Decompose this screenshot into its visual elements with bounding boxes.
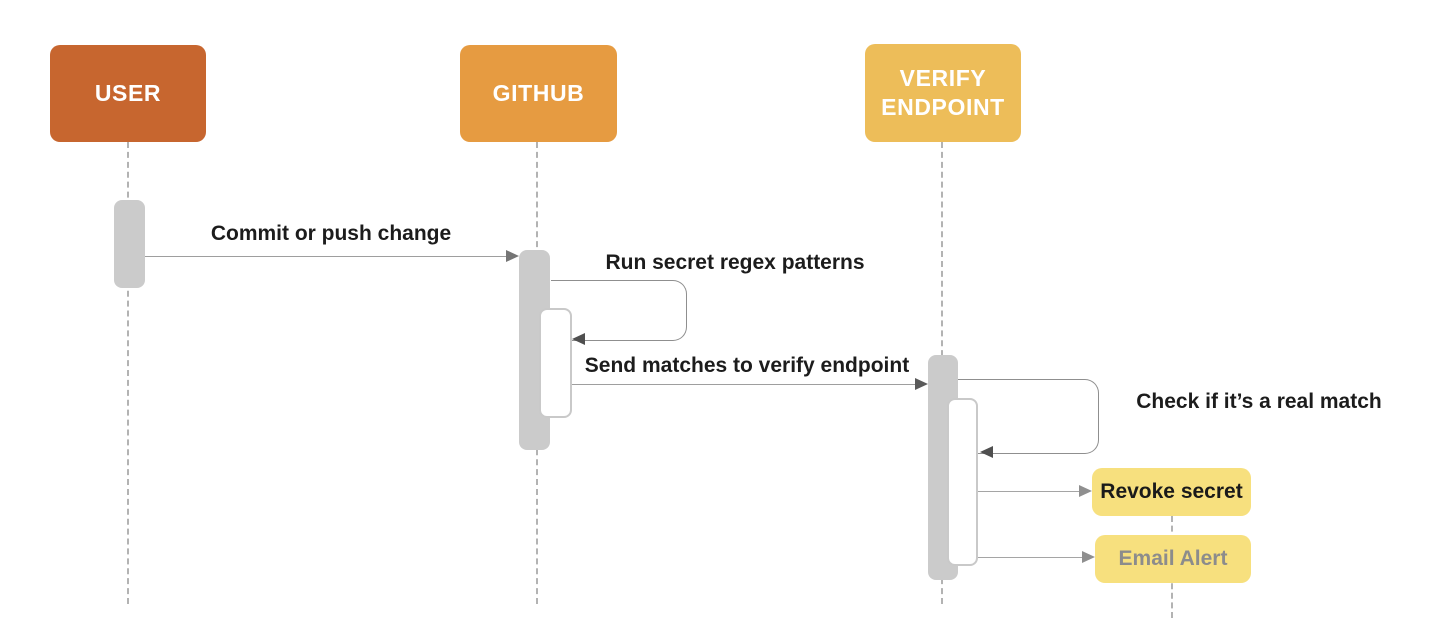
message-line-commit-or-push (145, 256, 508, 257)
nested-activation-bar-verify-endpoint (947, 398, 978, 566)
note-box-revoke-secret: Revoke secret (1092, 468, 1251, 516)
actor-label-verify-endpoint: VERIFY ENDPOINT (881, 65, 1005, 120)
message-label-commit-or-push: Commit or push change (210, 222, 452, 245)
actor-label-user: USER (94, 80, 162, 107)
actor-box-user: USER (50, 45, 206, 142)
actor-box-github: GITHUB (460, 45, 617, 142)
note-label-revoke-secret: Revoke secret (1100, 480, 1243, 503)
arrowhead-email-alert (1082, 551, 1095, 563)
message-label-check-match: Check if it’s a real match (1136, 390, 1382, 413)
message-line-revoke-secret (978, 491, 1079, 492)
arrowhead-run-regex (572, 333, 585, 345)
arrowhead-commit-or-push (506, 250, 519, 262)
nested-activation-bar-github (539, 308, 572, 418)
message-label-send-matches: Send matches to verify endpoint (584, 354, 910, 377)
activation-bar-user (114, 200, 145, 288)
note-box-email-alert: Email Alert (1095, 535, 1251, 583)
arrowhead-send-matches (915, 378, 928, 390)
self-loop-run-regex (551, 280, 687, 341)
lifeline-user (127, 142, 129, 604)
actor-box-verify-endpoint: VERIFY ENDPOINT (865, 44, 1021, 142)
message-label-run-regex: Run secret regex patterns (605, 251, 865, 274)
message-line-email-alert (978, 557, 1082, 558)
message-line-send-matches (572, 384, 915, 385)
note-label-email-alert: Email Alert (1118, 547, 1228, 570)
arrowhead-revoke-secret (1079, 485, 1092, 497)
self-loop-check-match (958, 379, 1099, 454)
actor-label-github: GITHUB (492, 80, 585, 107)
arrowhead-check-match (980, 446, 993, 458)
